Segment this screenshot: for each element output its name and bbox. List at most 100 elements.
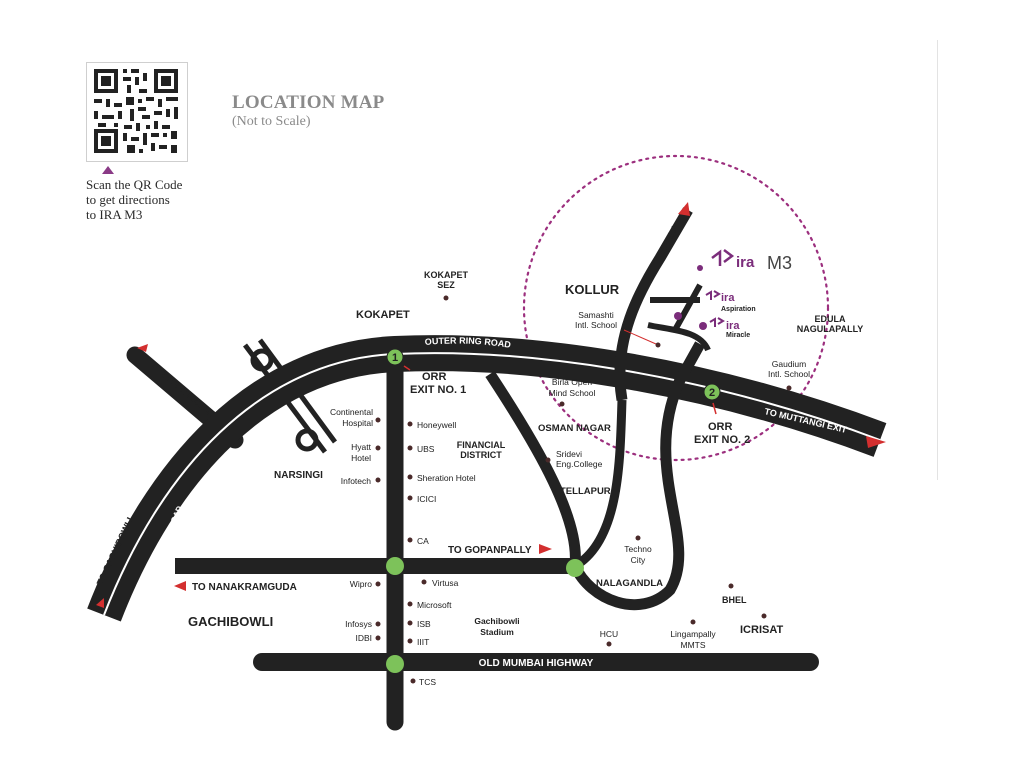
- exit-1-pointer-icon: [403, 365, 411, 371]
- area-kokapet-sez: SEZ: [437, 280, 455, 290]
- idbi-marker: [375, 635, 381, 641]
- area-financial-district: FINANCIAL: [457, 440, 506, 450]
- area-bhel: BHEL: [722, 595, 747, 605]
- wipro-marker: [375, 581, 381, 587]
- gaudium-marker: [786, 385, 792, 391]
- landmark-tcs: TCS: [419, 677, 436, 687]
- gopanpally-arrow-icon: [539, 544, 552, 554]
- page-edge-line: [937, 40, 938, 480]
- hyatt-marker: [375, 445, 381, 451]
- ira-logo-icon: [709, 317, 725, 327]
- qr-pointer-icon: [102, 166, 114, 174]
- area-narsingi: NARSINGI: [274, 470, 323, 481]
- landmark-icici: ICICI: [417, 494, 436, 504]
- lingampally-marker: [690, 619, 696, 625]
- microsoft-marker: [407, 601, 413, 607]
- muttangi-arrow-icon: [866, 436, 886, 448]
- exit-2-number: 2: [709, 387, 715, 399]
- landmark-infosys: Infosys: [345, 619, 372, 629]
- area-gachibowli: GACHIBOWLI: [188, 614, 273, 629]
- landmark-birla: Birla Open: [552, 377, 592, 387]
- landmark-ubs: UBS: [417, 444, 435, 454]
- honeywell-marker: [407, 421, 413, 427]
- mokila-road: [614, 207, 693, 401]
- qr-caption-line: Scan the QR Code: [86, 177, 183, 192]
- shamshabad-arrow-icon: [137, 344, 148, 352]
- landmark-continental: Continental: [330, 407, 373, 417]
- miracle-name: Miracle: [726, 332, 750, 339]
- ira-m3-logo: ira M3: [697, 249, 792, 273]
- landmark-ca: CA: [417, 536, 429, 546]
- iiit-marker: [407, 638, 413, 644]
- landmark-gaudium: Gaudium: [772, 359, 807, 369]
- infosys-marker: [375, 621, 381, 627]
- landmark-hyatt: Hyatt: [351, 442, 371, 452]
- exit-2-label: ORR: [708, 421, 733, 433]
- qr-code-icon: [94, 69, 178, 153]
- aspiration-name: Aspiration: [721, 306, 756, 313]
- area-edula: EDULA: [815, 314, 846, 324]
- tellapur-loop-road: [485, 341, 705, 611]
- landmark-sridevi: Eng.College: [556, 459, 603, 469]
- landmark-gachibowli-stadium: Gachibowli: [474, 616, 519, 626]
- qr-caption-line: to get directions: [86, 192, 170, 207]
- direction-arrows: [96, 202, 886, 608]
- qr-caption-line: to IRA M3: [86, 207, 143, 222]
- sridevi-marker: [545, 457, 551, 463]
- old-mumbai-highway-label: OLD MUMBAI HIGHWAY: [479, 658, 594, 669]
- gopanpally-junction: [386, 557, 404, 575]
- landmark-microsoft: Microsoft: [417, 600, 452, 610]
- aspiration-marker-icon: [674, 312, 682, 320]
- mokila-arrow-icon: [678, 202, 690, 216]
- qr-code[interactable]: [86, 62, 188, 162]
- project-access-road: [647, 283, 711, 352]
- icrisat-marker: [761, 613, 767, 619]
- bhel-marker: [728, 583, 734, 589]
- nalagandla-junction: [566, 559, 584, 577]
- exit-1-label: ORR: [422, 371, 447, 383]
- landmark-hyatt: Hotel: [351, 453, 371, 463]
- road-network: [87, 207, 887, 731]
- landmark-iiit: IIIT: [417, 637, 429, 647]
- exit-1-junction: [386, 348, 404, 366]
- area-tellapur: TELLAPUR: [560, 486, 611, 497]
- landmark-techno-city: City: [631, 555, 646, 565]
- kollur-link-road: [572, 399, 627, 570]
- ca-marker: [407, 537, 413, 543]
- to-shamshabad-label: TO SHAMSHABAD: [149, 360, 217, 419]
- map-subtitle: (Not to Scale): [232, 114, 311, 129]
- landmark-continental: Hospital: [342, 418, 373, 428]
- virtusa-marker: [421, 579, 427, 585]
- ira-m3-suffix: M3: [767, 253, 792, 273]
- qr-caption: Scan the QR Code to get directions to IR…: [86, 177, 226, 222]
- project-radius-circle: [522, 154, 830, 462]
- landmark-wipro: Wipro: [350, 579, 372, 589]
- area-nalagandla: NALAGANDLA: [596, 578, 663, 589]
- landmark-lingampally: MMTS: [680, 640, 705, 650]
- samashti-pointer-icon: [623, 329, 657, 345]
- landmark-samashti: Intl. School: [575, 320, 617, 330]
- ira-m3-brand: ira: [736, 254, 755, 271]
- aspiration-brand: ira: [721, 292, 735, 304]
- junctions: [386, 348, 721, 673]
- ira-logo-icon: [711, 249, 735, 266]
- to-nanakramguda-label: TO NANAKRAMGUDA: [192, 582, 297, 593]
- area-financial-district: DISTRICT: [460, 450, 502, 460]
- ira-aspiration-logo: ira Aspiration: [674, 290, 756, 320]
- landmark-virtusa: Virtusa: [432, 578, 459, 588]
- project-marker-icon: [697, 265, 703, 271]
- birla-marker: [559, 401, 565, 407]
- ira-miracle-logo: ira Miracle: [699, 317, 750, 339]
- area-kokapet: KOKAPET: [356, 309, 410, 321]
- map-title: LOCATION MAP: [232, 92, 385, 113]
- sheraton-marker: [407, 474, 413, 480]
- outer-ring-road: [87, 335, 887, 622]
- landmark-infotech: Infotech: [341, 476, 372, 486]
- landmark-sheraton: Sheration Hotel: [417, 473, 476, 483]
- miracle-brand: ira: [726, 320, 740, 332]
- exit-1-number: 1: [392, 352, 398, 364]
- landmark-gaudium: Intl. School: [768, 369, 810, 379]
- infotech-marker: [375, 477, 381, 483]
- isb-marker: [407, 620, 413, 626]
